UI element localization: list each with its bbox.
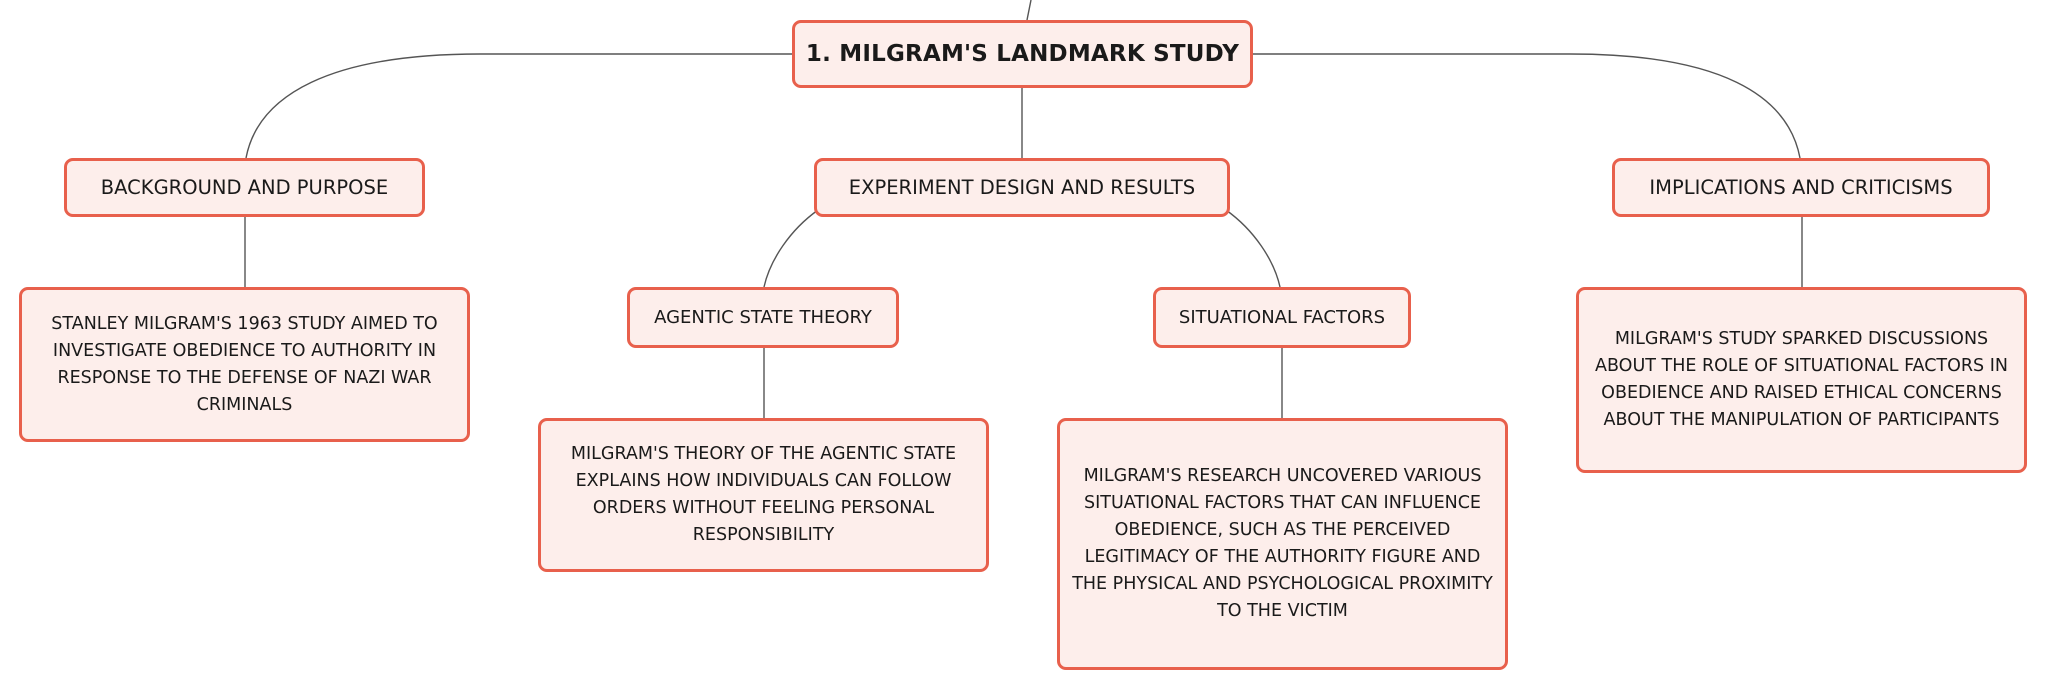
subtopic-node-agentic-label: AGENTIC STATE THEORY [654,307,872,328]
detail-node-background[interactable]: STANLEY MILGRAM'S 1963 STUDY AIMED TO IN… [19,287,470,442]
topic-node-background[interactable]: BACKGROUND AND PURPOSE [64,158,425,217]
subtopic-node-situational-label: SITUATIONAL FACTORS [1178,307,1386,328]
subtopic-node-agentic[interactable]: AGENTIC STATE THEORY [627,287,899,348]
connector-design-situational [1225,209,1281,288]
topic-node-implications-label: IMPLICATIONS AND CRITICISMS [1649,176,1953,199]
root-node-label: 1. MILGRAM'S LANDMARK STUDY [805,41,1240,67]
topic-node-design[interactable]: EXPERIMENT DESIGN AND RESULTS [814,158,1230,217]
detail-node-implications-text: MILGRAM'S STUDY SPARKED DISCUSSIONS ABOU… [1595,329,2008,430]
detail-node-agentic[interactable]: MILGRAM'S THEORY OF THE AGENTIC STATE EX… [538,418,989,572]
connector-root-background [245,53,792,159]
connector-root-implications [1253,53,1801,159]
detail-node-implications[interactable]: MILGRAM'S STUDY SPARKED DISCUSSIONS ABOU… [1576,287,2027,473]
subtopic-node-situational[interactable]: SITUATIONAL FACTORS [1153,287,1411,348]
connector-root-parent [1026,0,1032,21]
topic-node-implications[interactable]: IMPLICATIONS AND CRITICISMS [1612,158,1990,217]
detail-node-situational-text: MILGRAM'S RESEARCH UNCOVERED VARIOUS SIT… [1072,466,1493,621]
connector-design-agentic [763,209,819,288]
detail-node-situational[interactable]: MILGRAM'S RESEARCH UNCOVERED VARIOUS SIT… [1057,418,1508,670]
topic-node-background-label: BACKGROUND AND PURPOSE [100,176,389,199]
root-node[interactable]: 1. MILGRAM'S LANDMARK STUDY [792,20,1253,88]
detail-node-agentic-text: MILGRAM'S THEORY OF THE AGENTIC STATE EX… [570,444,957,545]
detail-node-background-text: STANLEY MILGRAM'S 1963 STUDY AIMED TO IN… [51,313,438,415]
topic-node-design-label: EXPERIMENT DESIGN AND RESULTS [848,176,1196,199]
